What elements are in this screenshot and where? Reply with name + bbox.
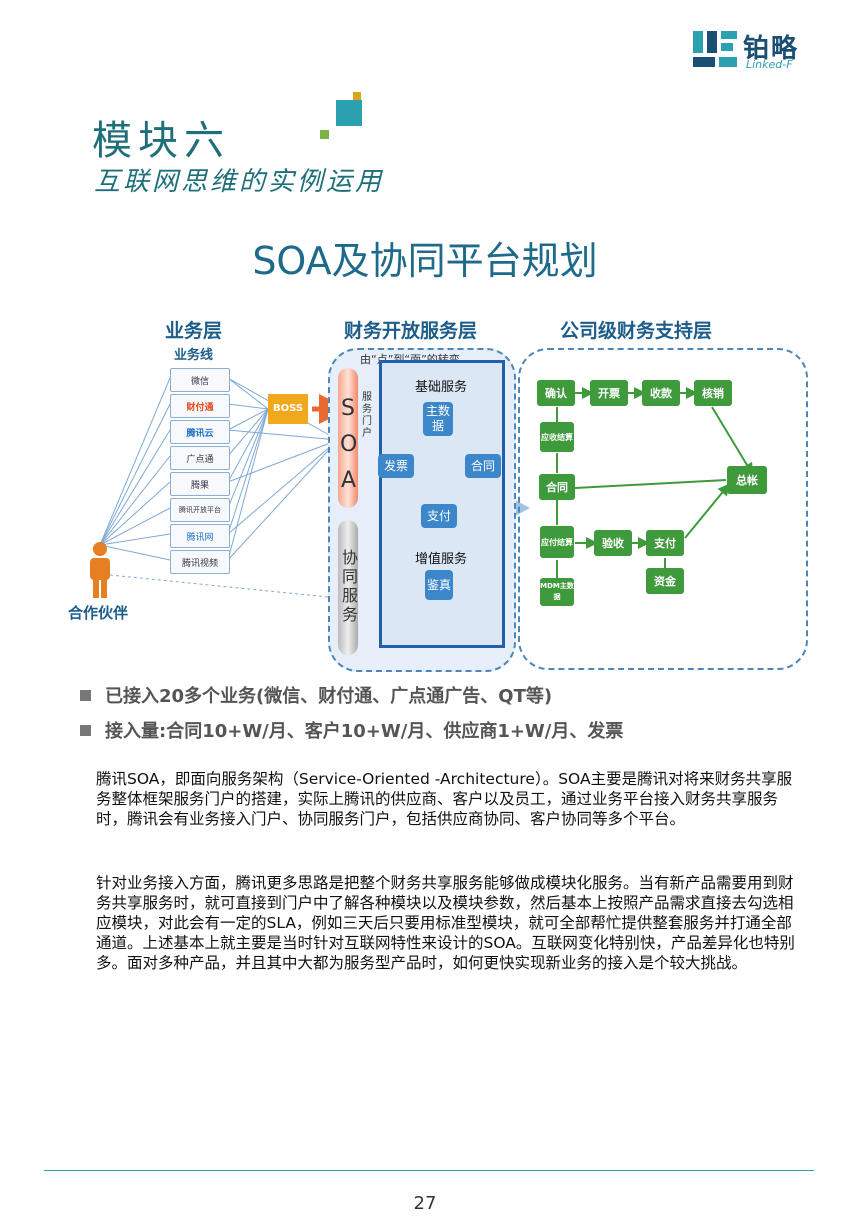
decor-square-blue	[336, 100, 362, 126]
corporate-layer-label: 公司级财务支持层	[560, 320, 713, 342]
logo-name: 铂略	[743, 34, 800, 64]
linked-f-logo-icon	[693, 31, 737, 67]
bullet-item: 接入量:合同10+W/月、客户10+W/月、供应商1+W/月、发票	[80, 717, 623, 743]
decor-square-gold	[353, 92, 361, 100]
biz-item-qq-com: 腾讯网	[170, 524, 230, 548]
bullet-square-icon	[80, 724, 91, 736]
node-accept: 验收	[594, 530, 632, 556]
value-added-label: 增值服务	[415, 552, 468, 567]
soa-architecture-diagram: 业务层 业务线 财务开放服务层 公司级财务支持层 由“点”到“面”的转变 微信 …	[60, 310, 810, 680]
biz-item-open-platform: 腾讯开放平台	[170, 498, 230, 522]
node-mdm: MDM主数据	[540, 578, 574, 606]
collab-char: 务	[342, 605, 359, 624]
basic-services-label: 基础服务	[415, 380, 468, 395]
biz-item-tenpay: 财付通	[170, 394, 230, 418]
payment-service: 支付	[421, 504, 457, 528]
soa-letter-a: A	[341, 468, 357, 493]
biz-item-tencent-cloud: 腾讯云	[170, 420, 230, 444]
node-collect: 收款	[642, 380, 680, 406]
decor-square-green	[320, 130, 329, 139]
business-line-label: 业务线	[174, 348, 214, 363]
node-billing: 开票	[590, 380, 628, 406]
footer-divider	[44, 1170, 814, 1171]
corporate-panel	[518, 348, 808, 670]
business-layer-label: 业务层	[165, 320, 223, 342]
node-funds: 资金	[646, 568, 684, 594]
collab-pillar	[338, 520, 358, 655]
paragraph-business-access: 针对业务接入方面，腾讯更多思路是把整个财务共享服务能够做成模块化服务。当有新产品…	[96, 874, 795, 972]
node-pay: 支付	[646, 530, 684, 556]
soa-letter-o: O	[340, 432, 358, 457]
node-writeoff: 核销	[694, 380, 732, 406]
collab-char: 服	[342, 586, 359, 605]
contract-service: 合同	[465, 454, 501, 478]
module-title: 模块六	[92, 118, 230, 164]
collab-char: 协	[342, 548, 359, 567]
module-subtitle: 互联网思维的实例运用	[94, 167, 385, 197]
bullet-text: 接入量:合同10+W/月、客户10+W/月、供应商1+W/月、发票	[105, 721, 624, 742]
master-data-service: 主数据	[423, 402, 453, 436]
paragraph-soa-intro: 腾讯SOA，即面向服务架构（Service-Oriented -Architec…	[96, 770, 793, 828]
node-ar: 应收结算	[540, 422, 574, 452]
node-contract: 合同	[539, 474, 575, 500]
open-service-layer-label: 财务开放服务层	[344, 320, 478, 342]
boss-box: BOSS	[268, 394, 308, 424]
biz-item-gdt: 广点通	[170, 446, 230, 470]
soa-pillar	[338, 368, 358, 508]
biz-item-wechat: 微信	[170, 368, 230, 392]
partner-person-icon	[90, 542, 110, 598]
page-number: 27	[413, 1193, 437, 1214]
collab-char: 同	[342, 567, 359, 586]
invoice-service: 发票	[378, 454, 414, 478]
bullet-text: 已接入20多个业务(微信、财付通、广点通广告、QT等)	[105, 686, 553, 707]
bullet-list: 已接入20多个业务(微信、财付通、广点通广告、QT等) 接入量:合同10+W/月…	[80, 682, 623, 752]
bullet-item: 已接入20多个业务(微信、财付通、广点通广告、QT等)	[80, 682, 623, 708]
collab-label: 协 同 服 务	[342, 548, 358, 624]
bullet-square-icon	[80, 689, 91, 701]
node-gl: 总帐	[727, 466, 767, 494]
biz-item-tencent-video: 腾讯视频	[170, 550, 230, 574]
biz-item-tengguo: 腾果	[170, 472, 230, 496]
logo-english: Linked-F	[746, 58, 793, 71]
slide-title: SOA及协同平台规划	[252, 239, 598, 283]
node-confirm: 确认	[537, 380, 575, 406]
service-portal-label: 服务门户	[362, 392, 372, 439]
partner-label: 合作伙伴	[68, 604, 129, 622]
node-ap: 应付结算	[540, 526, 574, 558]
soa-letter-s: S	[341, 396, 355, 421]
verify-service: 鉴真	[425, 570, 453, 600]
